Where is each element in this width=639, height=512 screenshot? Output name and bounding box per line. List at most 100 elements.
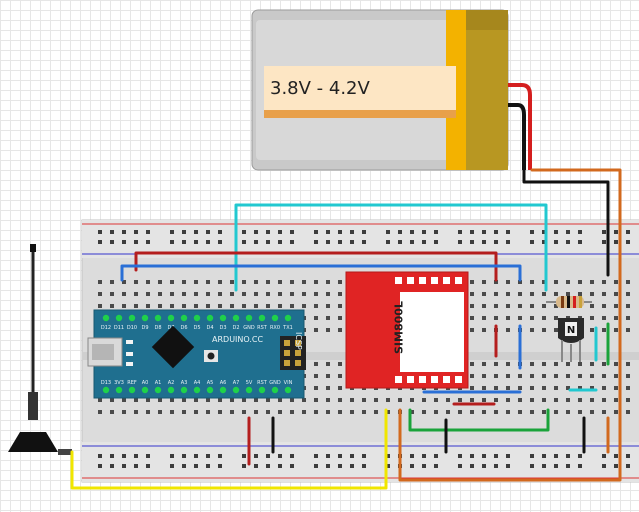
terminal-hole: [206, 292, 210, 296]
terminal-hole: [470, 410, 474, 414]
rail-hole: [170, 230, 174, 234]
rail-hole: [122, 230, 126, 234]
arduino-bottom-pin-label: A6: [220, 380, 227, 386]
terminal-hole: [410, 398, 414, 402]
band-2: [567, 296, 570, 308]
antenna-connector: [58, 449, 72, 455]
arduino-top-pin: [154, 314, 162, 322]
rail-hole: [254, 454, 258, 458]
rail-hole: [170, 464, 174, 468]
wire-green-bottom: [408, 408, 550, 432]
rail-hole: [602, 454, 606, 458]
terminal-hole: [290, 410, 294, 414]
sim-pin-top: [395, 277, 402, 284]
terminal-hole: [206, 410, 210, 414]
terminal-hole: [506, 410, 510, 414]
rail-hole: [410, 464, 414, 468]
rail-hole: [482, 240, 486, 244]
terminal-hole: [578, 386, 582, 390]
terminal-hole: [314, 374, 318, 378]
terminal-hole: [602, 410, 606, 414]
terminal-hole: [302, 410, 306, 414]
rail-hole: [362, 240, 366, 244]
arduino-top-pin-label: D9: [141, 325, 148, 331]
terminal-hole: [626, 328, 630, 332]
terminal-hole: [170, 292, 174, 296]
battery-sticker-strip: [264, 110, 456, 118]
terminal-hole: [338, 374, 342, 378]
rail-hole: [482, 230, 486, 234]
sim-pin-bottom: [395, 376, 402, 383]
terminal-hole: [530, 328, 534, 332]
rail-hole: [254, 464, 258, 468]
rail-hole: [566, 240, 570, 244]
arduino-top-pin: [232, 314, 240, 322]
rail-hole: [290, 230, 294, 234]
rail-hole: [554, 464, 558, 468]
terminal-hole: [458, 410, 462, 414]
terminal-hole: [542, 374, 546, 378]
arduino-nano: D12D11D10D9D8D7D6D5D4D3D2GNDRSTRX0TX1 D1…: [87, 309, 306, 399]
terminal-hole: [110, 304, 114, 308]
terminal-hole: [614, 386, 618, 390]
rail-hole: [290, 464, 294, 468]
terminal-hole: [530, 280, 534, 284]
arduino-bottom-pin: [284, 386, 292, 394]
rail-hole: [314, 464, 318, 468]
wire-battery-red: [508, 83, 532, 170]
terminal-hole: [542, 292, 546, 296]
rail-hole: [98, 464, 102, 468]
rail-hole: [530, 230, 534, 234]
terminal-hole: [278, 280, 282, 284]
terminal-hole: [590, 316, 594, 320]
rail-hole: [278, 464, 282, 468]
terminal-hole: [242, 304, 246, 308]
terminal-hole: [506, 386, 510, 390]
terminal-hole: [542, 304, 546, 308]
terminal-hole: [122, 398, 126, 402]
rail-hole: [134, 464, 138, 468]
rail-hole: [290, 240, 294, 244]
terminal-hole: [590, 292, 594, 296]
terminal-hole: [482, 292, 486, 296]
terminal-hole: [626, 386, 630, 390]
rail-hole: [554, 240, 558, 244]
terminal-hole: [350, 410, 354, 414]
rail-hole: [602, 240, 606, 244]
arduino-top-pin: [102, 314, 110, 322]
rail-hole: [194, 240, 198, 244]
terminal-hole: [470, 374, 474, 378]
antenna-coil: [28, 392, 38, 420]
rail-hole: [602, 464, 606, 468]
terminal-hole: [326, 386, 330, 390]
terminal-hole: [218, 292, 222, 296]
terminal-hole: [338, 280, 342, 284]
icsp-pin: [284, 340, 290, 346]
terminal-hole: [530, 374, 534, 378]
terminal-hole: [578, 292, 582, 296]
arduino-top-pin-label: D8: [154, 325, 161, 331]
rail-hole: [218, 464, 222, 468]
terminal-hole: [602, 292, 606, 296]
transistor-marking: N: [567, 325, 575, 336]
arduino-bottom-pin-label: A5: [207, 380, 214, 386]
rail-hole: [146, 230, 150, 234]
rail-hole: [314, 240, 318, 244]
rail-hole: [626, 464, 630, 468]
terminal-hole: [554, 362, 558, 366]
terminal-hole: [626, 304, 630, 308]
arduino-bottom-pin: [271, 386, 279, 394]
terminal-hole: [518, 316, 522, 320]
terminal-hole: [470, 362, 474, 366]
rail-hole: [278, 240, 282, 244]
rail-hole: [326, 454, 330, 458]
terminal-hole: [98, 280, 102, 284]
terminal-hole: [566, 280, 570, 284]
reset-button-knob: [207, 352, 215, 360]
terminal-hole: [626, 362, 630, 366]
terminal-hole: [314, 398, 318, 402]
terminal-hole: [446, 410, 450, 414]
terminal-hole: [614, 280, 618, 284]
arduino-bottom-pin-label: GND: [269, 380, 281, 386]
terminal-hole: [206, 280, 210, 284]
